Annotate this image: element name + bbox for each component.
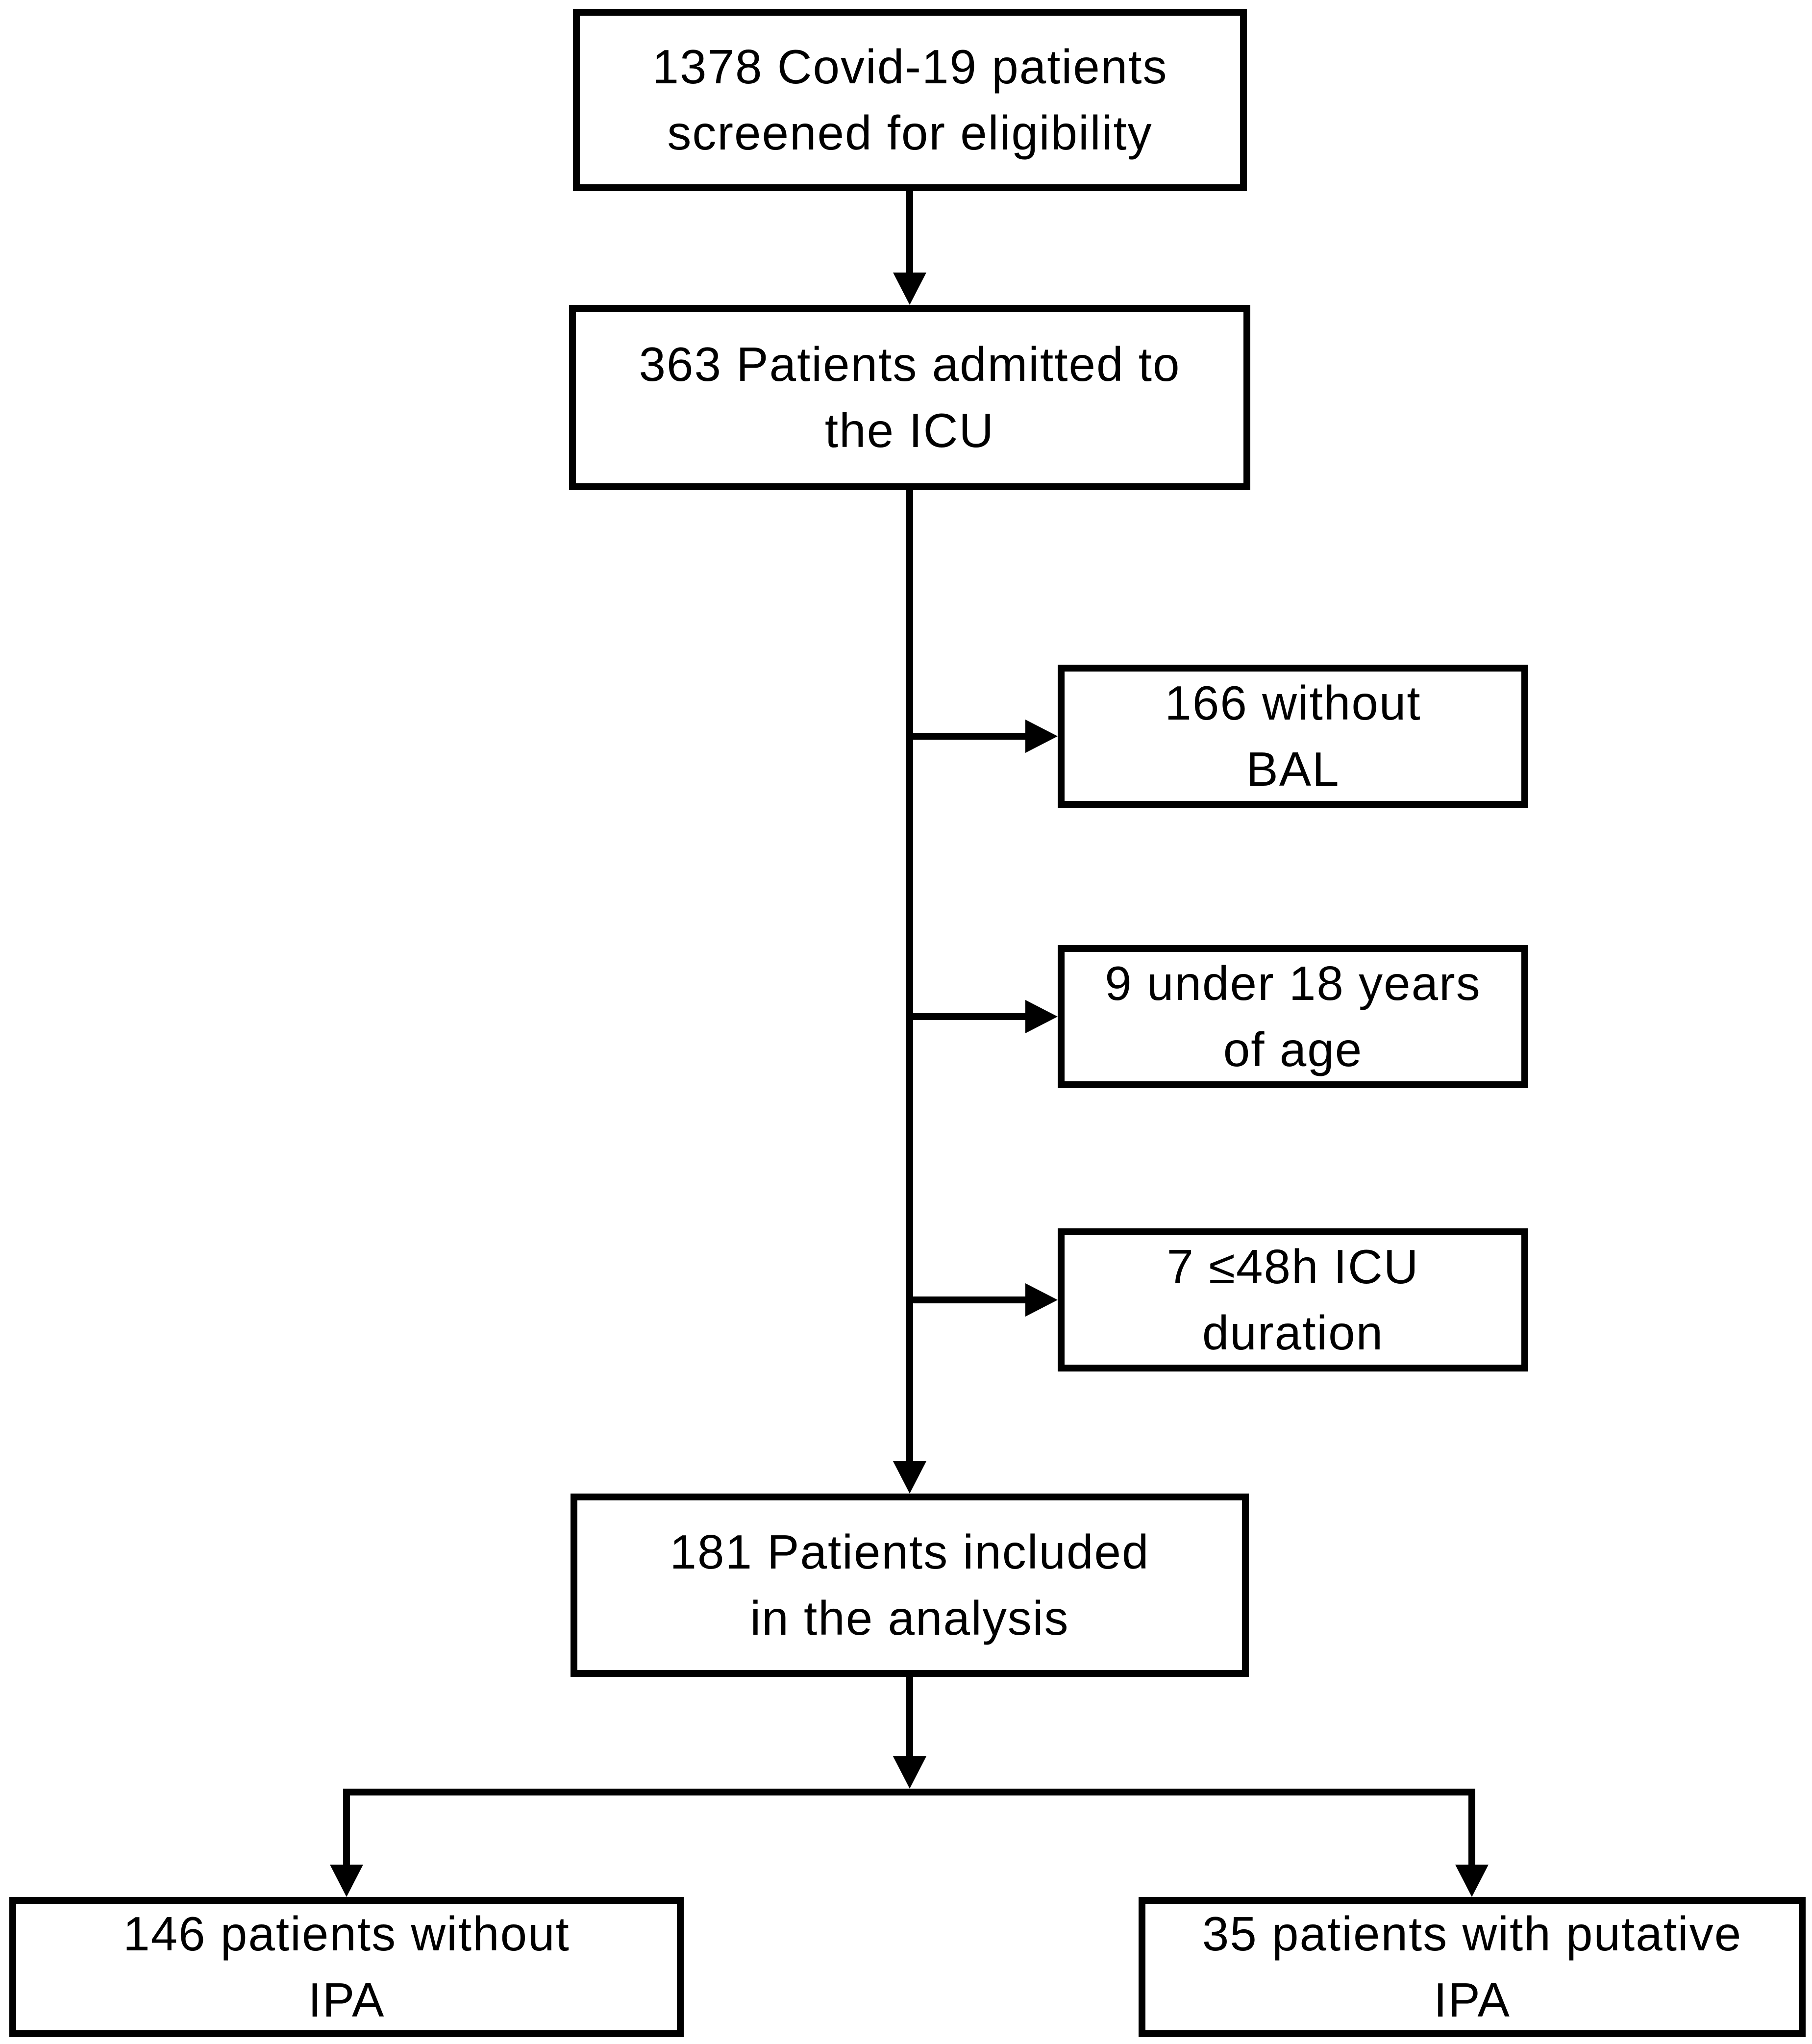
arrow-admitted-to-included-arrowhead <box>893 1461 926 1494</box>
box-without-bal-line2: BAL <box>1246 742 1340 796</box>
box-without-ipa: 146 patients without IPA <box>9 1897 684 2037</box>
arrow-included-to-split-shaft <box>906 1675 913 1758</box>
arrow-admitted-to-included-shaft <box>906 488 913 1464</box>
arrow-branch-under-18-arrowhead <box>1025 1000 1058 1033</box>
arrow-branch-icu-duration-shaft <box>906 1296 1026 1303</box>
box-without-ipa-line2: IPA <box>308 1973 385 2027</box>
box-icu-duration: 7 ≤48h ICU duration <box>1058 1228 1528 1371</box>
box-under-18-line2: of age <box>1223 1022 1363 1076</box>
arrow-split-to-without-ipa-shaft <box>343 1789 350 1867</box>
box-putative-ipa: 35 patients with putative IPA <box>1139 1897 1806 2037</box>
box-icu-duration-line2: duration <box>1202 1306 1384 1360</box>
arrow-screened-to-admitted-arrowhead <box>893 273 926 305</box>
box-screened: 1378 Covid-19 patients screened for elig… <box>573 9 1247 191</box>
box-admitted-line2: the ICU <box>824 403 995 457</box>
box-screened-line2: screened for eligibility <box>667 106 1153 160</box>
arrow-split-to-without-ipa-arrowhead <box>330 1865 363 1897</box>
box-admitted: 363 Patients admitted to the ICU <box>569 305 1250 490</box>
arrow-branch-under-18-shaft <box>906 1013 1026 1020</box>
box-without-ipa-line1: 146 patients without <box>123 1906 570 1961</box>
box-included: 181 Patients included in the analysis <box>571 1494 1249 1677</box>
arrow-branch-icu-duration-arrowhead <box>1025 1283 1058 1317</box>
arrow-branch-without-bal-shaft <box>906 733 1026 740</box>
box-under-18: 9 under 18 years of age <box>1058 945 1528 1088</box>
arrow-screened-to-admitted-shaft <box>906 189 913 275</box>
box-screened-line1: 1378 Covid-19 patients <box>652 39 1168 94</box>
box-under-18-line1: 9 under 18 years <box>1105 956 1481 1010</box>
box-putative-ipa-line2: IPA <box>1434 1973 1511 2027</box>
box-without-bal: 166 without BAL <box>1058 665 1528 808</box>
box-included-line1: 181 Patients included <box>670 1524 1150 1579</box>
arrow-split-to-putative-ipa-shaft <box>1468 1789 1475 1867</box>
arrow-split-to-putative-ipa-arrowhead <box>1455 1865 1489 1897</box>
arrow-included-to-split-arrowhead <box>893 1756 926 1789</box>
box-without-bal-line1: 166 without <box>1165 675 1421 730</box>
box-included-line2: in the analysis <box>750 1591 1069 1645</box>
box-admitted-line1: 363 Patients admitted to <box>639 337 1181 391</box>
box-icu-duration-line1: 7 ≤48h ICU <box>1167 1239 1419 1294</box>
box-putative-ipa-line1: 35 patients with putative <box>1202 1906 1742 1961</box>
arrow-branch-without-bal-arrowhead <box>1025 720 1058 753</box>
split-horizontal-bar <box>343 1789 1475 1795</box>
